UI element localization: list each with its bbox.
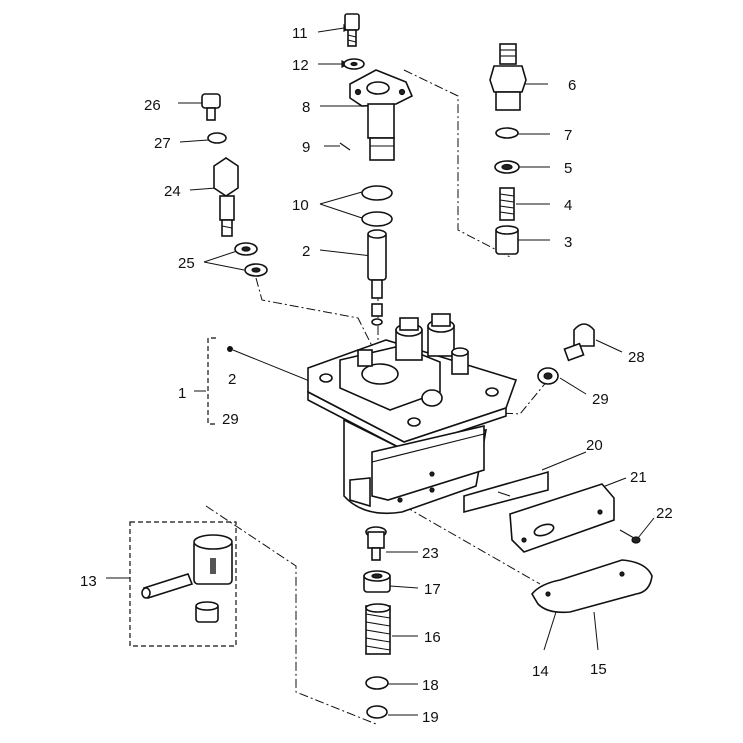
spring-seat-23 bbox=[365, 526, 387, 561]
callout-24: 24 bbox=[164, 183, 181, 200]
callout-18: 18 bbox=[422, 677, 439, 694]
screw-22 bbox=[619, 529, 641, 544]
group-1-bracket bbox=[207, 337, 216, 425]
bolt-28 bbox=[563, 323, 595, 362]
callout-1-sub-29: 29 bbox=[222, 411, 239, 428]
callout-5: 5 bbox=[564, 160, 572, 177]
callout-17: 17 bbox=[424, 581, 441, 598]
callout-16: 16 bbox=[424, 629, 441, 646]
plunger-holder-8 bbox=[349, 69, 414, 161]
callout-10: 10 bbox=[292, 197, 309, 214]
gasket-7 bbox=[495, 127, 519, 139]
callout-14: 14 bbox=[532, 663, 549, 680]
spring-seat-18 bbox=[365, 676, 389, 690]
callout-1: 1 bbox=[178, 385, 186, 402]
callout-26: 26 bbox=[144, 97, 161, 114]
shim-19 bbox=[366, 705, 388, 719]
callout-27: 27 bbox=[154, 135, 171, 152]
callout-8: 8 bbox=[302, 99, 310, 116]
callout-22: 22 bbox=[656, 505, 673, 522]
gasket-14-15 bbox=[531, 559, 653, 614]
callout-21: 21 bbox=[630, 469, 647, 486]
callout-28: 28 bbox=[628, 349, 645, 366]
callout-3: 3 bbox=[564, 234, 572, 251]
spring-4 bbox=[499, 187, 515, 221]
callout-25: 25 bbox=[178, 255, 195, 272]
tappet-13 bbox=[141, 534, 233, 623]
callout-4: 4 bbox=[564, 197, 572, 214]
callout-19: 19 bbox=[422, 709, 439, 726]
eye-bolt-24 bbox=[213, 157, 239, 237]
washer-27 bbox=[207, 132, 227, 144]
callout-23: 23 bbox=[422, 545, 439, 562]
plunger-2 bbox=[367, 229, 387, 326]
callout-1-sub-2: 2 bbox=[228, 371, 236, 388]
o-ring-10-upper bbox=[361, 185, 393, 201]
callout-29: 29 bbox=[592, 391, 609, 408]
plunger-spring-16 bbox=[365, 603, 391, 655]
callout-11: 11 bbox=[292, 25, 308, 42]
bolt-26 bbox=[201, 93, 221, 121]
callout-13: 13 bbox=[80, 573, 97, 590]
callout-20: 20 bbox=[586, 437, 603, 454]
control-rack-20 bbox=[463, 470, 549, 514]
callout-6: 6 bbox=[568, 77, 576, 94]
delivery-valve-holder-6 bbox=[489, 43, 527, 111]
callout-labels: 11 12 8 9 10 2 26 27 24 25 6 7 5 4 3 28 … bbox=[80, 25, 673, 726]
callout-15: 15 bbox=[590, 661, 607, 678]
callout-9: 9 bbox=[302, 139, 310, 156]
collar-17 bbox=[363, 570, 391, 593]
delivery-valve-3 bbox=[495, 225, 519, 255]
o-ring-10-lower bbox=[361, 211, 393, 227]
callout-2: 2 bbox=[302, 243, 310, 260]
callout-7: 7 bbox=[564, 127, 572, 144]
pin-9 bbox=[339, 142, 351, 151]
cover-plate-21 bbox=[509, 483, 615, 553]
callout-12: 12 bbox=[292, 57, 309, 74]
group-13-box bbox=[129, 521, 237, 647]
injection-pump-body bbox=[307, 313, 518, 515]
bolt-11 bbox=[344, 13, 360, 47]
